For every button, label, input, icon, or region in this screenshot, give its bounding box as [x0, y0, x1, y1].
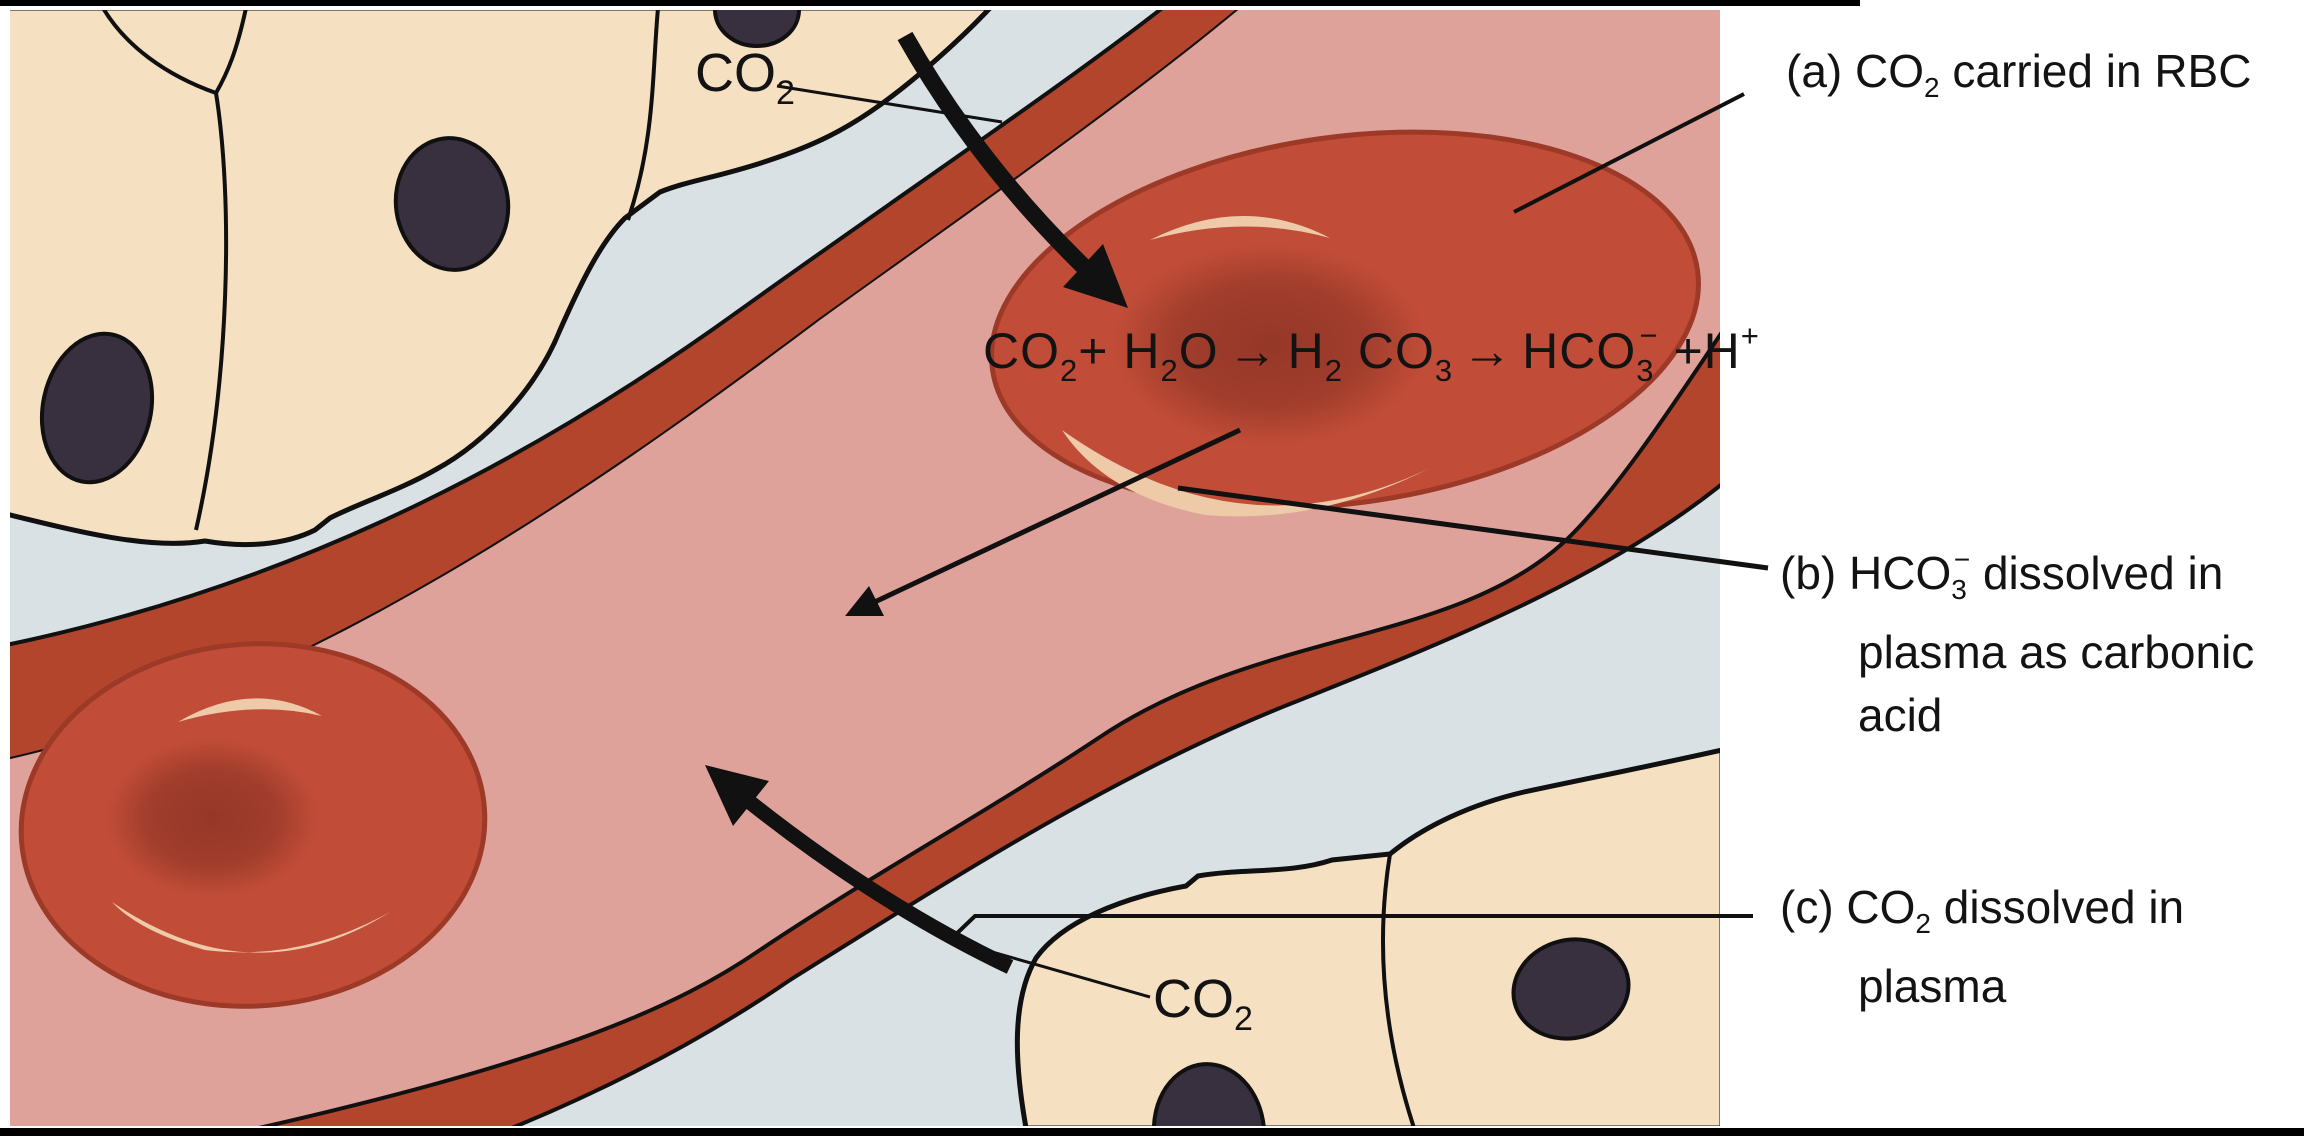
legend-item-b: (b) HCO3− dissolved in plasma as carboni…	[1780, 528, 2254, 747]
label-b-leader-line	[1177, 485, 1769, 571]
annotation-lines	[705, 31, 1769, 999]
rbc-top-highlight-lower	[1062, 430, 1434, 517]
arrow-co2-into-rbc-head	[1063, 244, 1128, 308]
cell-nucleus	[39, 331, 155, 485]
eq-co2: CO2	[983, 323, 1079, 388]
eq-h-plus: +H+	[1658, 318, 1760, 379]
reaction-arrow-icon: →	[1227, 323, 1279, 379]
arrow-co2-into-plasma	[746, 797, 1014, 974]
rbc-bottom-highlight-lower	[112, 902, 390, 953]
cell-border	[626, 10, 660, 221]
rbc-top-highlight-upper	[1150, 215, 1330, 240]
legend-item-b-line2: plasma as carbonic	[1858, 626, 2255, 678]
cell-border	[1380, 853, 1416, 1126]
cell-border	[101, 10, 217, 95]
co2-label-bottom: CO2	[1153, 969, 1253, 1038]
top-edge-bar	[0, 0, 1860, 6]
label-a-leader-line	[1513, 92, 1745, 214]
rbc-top-shadow	[1060, 210, 1480, 480]
eq-plus-h2o: + H2O	[1078, 323, 1219, 388]
arrow-hco3-to-plasma-head	[845, 586, 884, 616]
cell-border	[214, 10, 248, 94]
eq-h2co3: H2 CO3	[1287, 323, 1454, 388]
arrow-co2-into-plasma-head	[705, 765, 769, 826]
eq-hco3: HCO3−	[1522, 318, 1659, 388]
cell-nucleus	[1511, 937, 1631, 1041]
legend-item-c-line1: (c) CO2 dissolved in	[1780, 881, 2185, 939]
label-c-leader-line	[948, 914, 1753, 942]
rbc-bottom-shadow	[70, 712, 354, 924]
legend-item-c: (c) CO2 dissolved in plasma	[1780, 876, 2184, 1018]
tissue-cells-top-left	[10, 10, 992, 548]
cell-border	[194, 92, 229, 531]
cell-nucleus	[713, 10, 801, 48]
cell-nucleus	[393, 136, 511, 272]
reaction-arrow-icon: →	[1462, 323, 1514, 379]
legend-item-c-line2: plasma	[1858, 960, 2007, 1012]
cell-nucleus	[1151, 1062, 1267, 1126]
bottom-edge-bar	[0, 1128, 2304, 1136]
capillary-wall-lower	[258, 331, 1720, 1126]
rbc-bottom-highlight-upper	[178, 698, 322, 722]
legend-item-b-line3: acid	[1858, 689, 1943, 741]
legend-item-a: (a) CO2 carried in RBC	[1786, 45, 2252, 103]
arrow-co2-into-rbc	[897, 31, 1089, 273]
arrow-hco3-to-plasma	[860, 427, 1242, 611]
equation-carbonic-acid: CO2+ H2O→H2 CO3→HCO3− +H+	[983, 318, 1760, 389]
co2-label-top: CO2	[695, 43, 795, 112]
legend-item-b-line1: (b) HCO3− dissolved in	[1780, 544, 2224, 605]
